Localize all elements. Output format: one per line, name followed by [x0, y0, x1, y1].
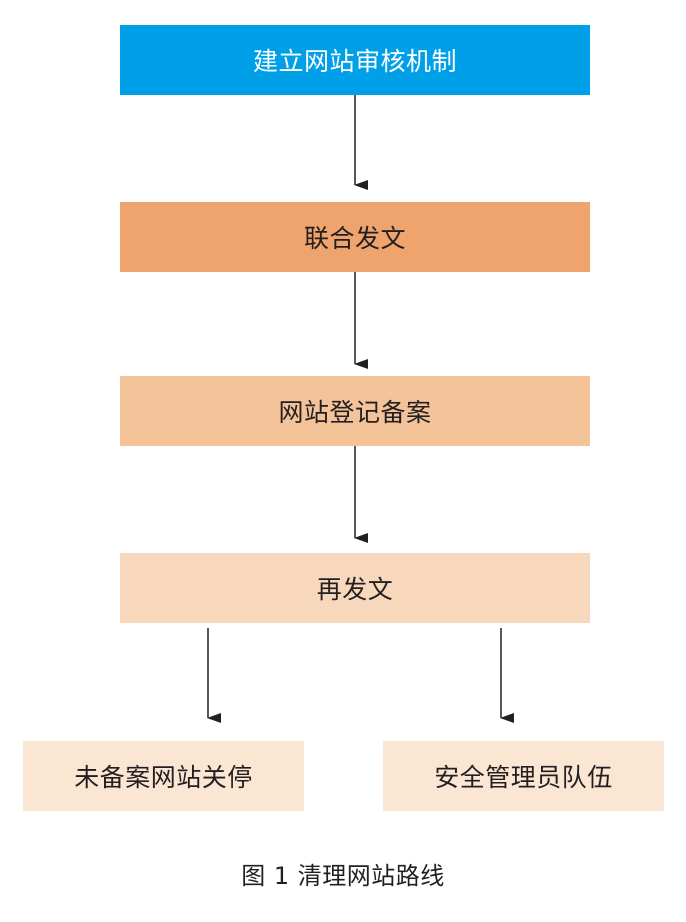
step-build-audit-mechanism: 建立网站审核机制 [120, 25, 590, 95]
step-shutdown-unregistered: 未备案网站关停 [23, 741, 304, 811]
step-label: 再发文 [316, 575, 394, 604]
step-label: 联合发文 [303, 224, 406, 253]
step-label: 安全管理员队伍 [434, 763, 613, 792]
step-label: 未备案网站关停 [74, 763, 253, 792]
step-website-registration: 网站登记备案 [120, 376, 590, 446]
step-label: 建立网站审核机制 [252, 47, 457, 76]
step-security-admin-team: 安全管理员队伍 [383, 741, 664, 811]
step-label: 网站登记备案 [278, 398, 432, 427]
step-joint-notice: 联合发文 [120, 202, 590, 272]
figure-caption: 图 1 清理网站路线 [241, 862, 445, 890]
step-reissue-notice: 再发文 [120, 553, 590, 623]
